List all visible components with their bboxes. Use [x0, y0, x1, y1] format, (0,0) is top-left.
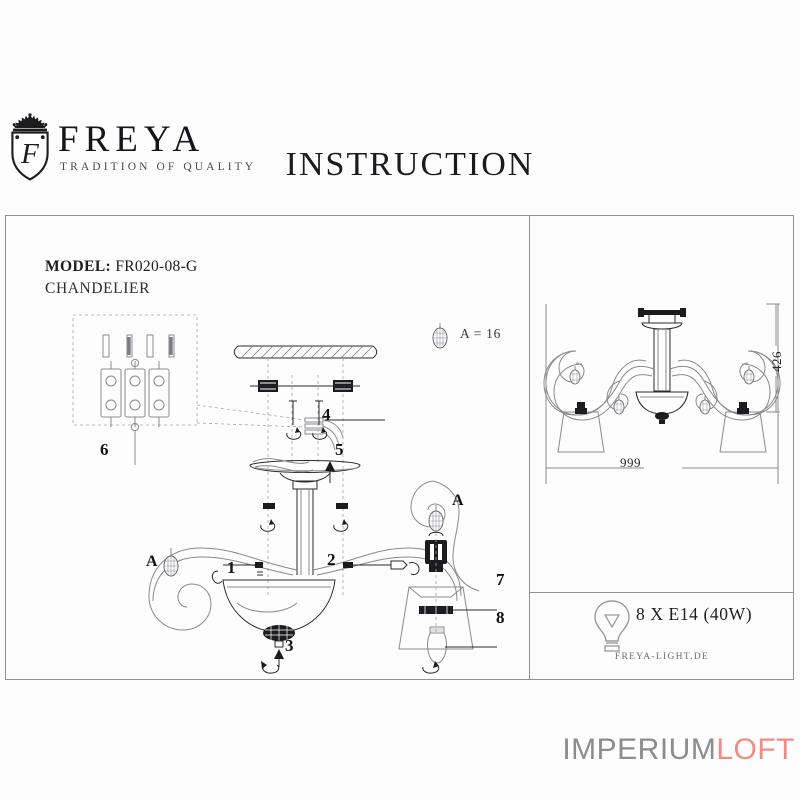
- crystal-legend-icon: [432, 323, 448, 349]
- up-arrow: [325, 461, 335, 483]
- callout-8: 8: [496, 608, 505, 627]
- lamp-spec: 8 X E14 (40W): [636, 604, 753, 624]
- rotate-arrow: [333, 519, 349, 532]
- right-arm-detail: [398, 480, 497, 674]
- dimension-height-label: 426: [769, 351, 784, 372]
- left-shade: [557, 402, 605, 453]
- wire-harness: [304, 417, 344, 451]
- horizontal-divider: [530, 592, 794, 593]
- brand-tagline: TRADITION OF QUALITY: [60, 161, 257, 173]
- scroll-arms: [148, 547, 462, 631]
- crystal-right-lower: [699, 396, 711, 415]
- callout-3: 3: [285, 636, 294, 655]
- crystal-mark-right: A: [452, 492, 464, 509]
- rotate-arrow: [260, 519, 276, 532]
- content-frame: [5, 215, 794, 680]
- crystal-left-lower: [613, 396, 625, 415]
- svg-text:F: F: [20, 138, 39, 170]
- vertical-divider: [529, 216, 530, 680]
- crystal-drop-left: [163, 548, 179, 577]
- ceiling-mount: [638, 308, 686, 392]
- callout-1: 1: [227, 558, 236, 577]
- brand-name: FREYA: [58, 119, 206, 160]
- right-shade: [719, 402, 767, 453]
- freya-crown-shield-f-monogram-icon: F: [11, 113, 49, 181]
- bulb-icon: [594, 600, 630, 652]
- canopy: [249, 458, 361, 532]
- assembly-axis: [267, 358, 344, 595]
- ceiling-hatch: [233, 345, 378, 359]
- model-label: MODEL:: [45, 258, 112, 275]
- brand-block: F FREYA TRADITION OF QUALITY: [8, 105, 268, 190]
- product-elevation-drawing: [543, 303, 781, 484]
- brand-wordmark: FREYA TRADITION OF QUALITY: [58, 121, 256, 173]
- crystal-right-upper: [743, 366, 755, 385]
- right-arms: [669, 350, 781, 421]
- callout-4: 4: [322, 405, 331, 424]
- dimension-width: [545, 304, 779, 484]
- bowl-shade: [222, 579, 336, 674]
- assembly-diagram: [72, 314, 497, 674]
- crystal-mark-left: A: [146, 553, 158, 570]
- callout-7: 7: [496, 570, 505, 589]
- crystal-left-upper: [569, 366, 581, 385]
- center-bowl: [635, 391, 689, 424]
- hook-marker-1: [211, 562, 263, 584]
- dimension-width-label: 999: [620, 455, 641, 470]
- central-stem: [296, 489, 314, 575]
- rotate-arrow: [422, 661, 440, 674]
- rotate-arrow: [261, 661, 280, 674]
- imperiumloft-logo: IMPERIUMLOFT: [533, 733, 795, 767]
- crystal-quantity: A = 16: [460, 326, 502, 341]
- page-title: INSTRUCTION: [285, 146, 535, 183]
- mount-hardware: [250, 380, 385, 440]
- website-label: FREYA-LIGHT.DE: [614, 652, 710, 662]
- hook-marker-2: [343, 560, 420, 576]
- imperiumloft-logo-part1: IMPERIUM: [562, 733, 717, 766]
- model-line: MODEL: FR020-08-G: [45, 258, 198, 276]
- callout-6: 6: [100, 440, 109, 459]
- left-arms: [543, 350, 655, 421]
- bulb-shape: [427, 626, 447, 664]
- header: F FREYA TRADITION OF QUALITY INSTRUCTION: [0, 100, 800, 195]
- dimension-height: [766, 303, 780, 413]
- rotate-arrow: [286, 427, 302, 440]
- callout-5: 5: [335, 440, 344, 459]
- up-arrow: [274, 649, 284, 667]
- imperiumloft-logo-part2: LOFT: [716, 733, 795, 766]
- rotate-arrow: [312, 427, 328, 440]
- callout-2: 2: [327, 550, 336, 569]
- product-type: CHANDELIER: [45, 280, 151, 297]
- model-value: FR020-08-G: [115, 258, 198, 275]
- terminal-block-detail: [72, 314, 306, 465]
- lower-nuts: [263, 503, 348, 509]
